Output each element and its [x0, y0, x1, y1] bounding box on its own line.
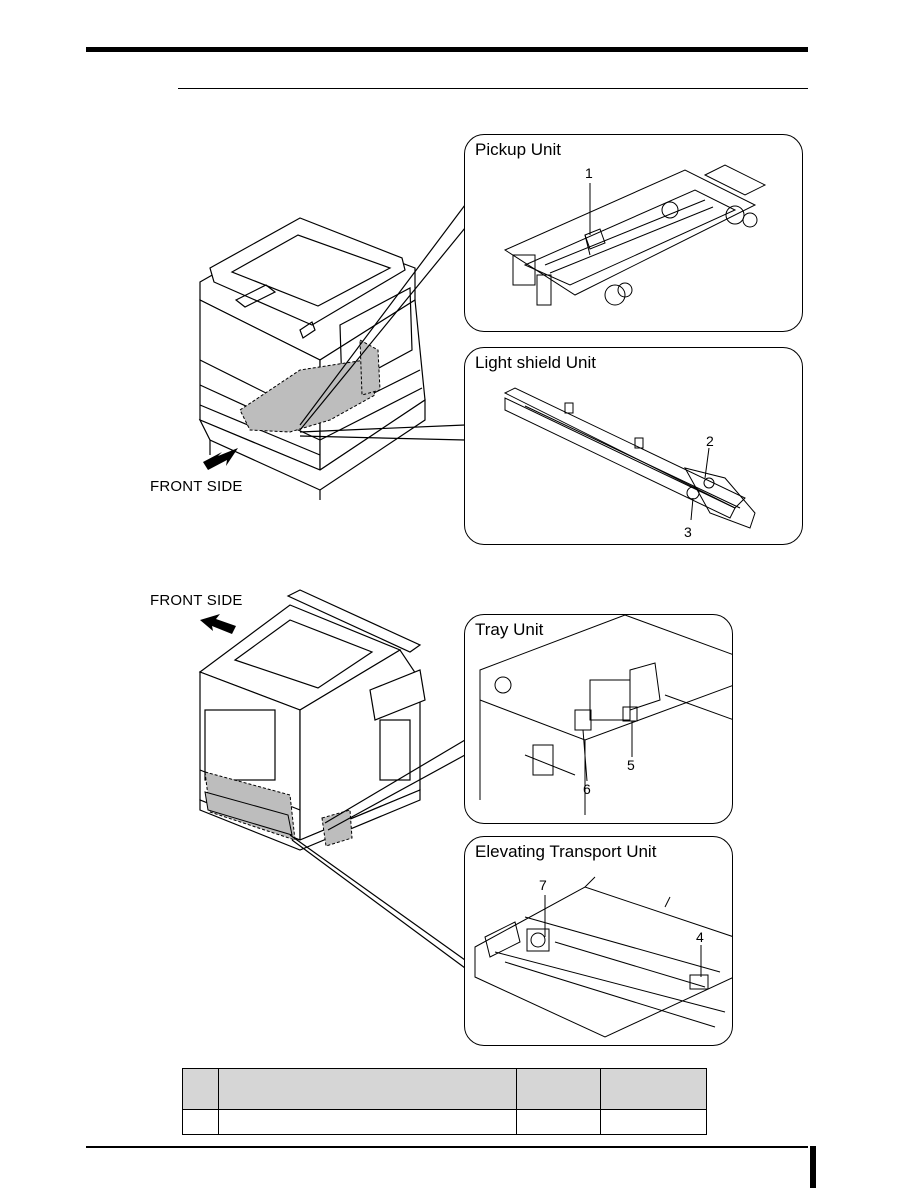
- panel-title: Light shield Unit: [475, 353, 596, 372]
- callout-number: 2: [706, 433, 714, 449]
- front-side-label: FRONT SIDE: [150, 592, 243, 609]
- callout-number: 7: [539, 877, 547, 893]
- callout-number: 1: [585, 165, 593, 181]
- table-row: [182, 1109, 707, 1135]
- parts-table: [182, 1068, 707, 1135]
- tray-unit-drawing: [479, 615, 732, 815]
- table-cell: [218, 1109, 517, 1135]
- panel-title: Pickup Unit: [475, 140, 561, 159]
- header-rule: [86, 47, 808, 52]
- front-arrow-icon: [200, 614, 236, 634]
- panel-title: Elevating Transport Unit: [475, 842, 657, 861]
- table-cell: [516, 1109, 601, 1135]
- page-edge-tab: [810, 1146, 816, 1188]
- elevating-transport-unit-panel: Elevating Transport Unit 7 4: [464, 836, 733, 1046]
- table-header-cell: [182, 1068, 219, 1110]
- front-side-label: FRONT SIDE: [150, 478, 243, 495]
- pickup-unit-panel: Pickup Unit 1: [464, 134, 803, 332]
- section-rule: [178, 88, 808, 89]
- tray-unit-panel: Tray Unit 5 6: [464, 614, 733, 824]
- callout-number: 3: [684, 524, 692, 540]
- table-cell: [182, 1109, 219, 1135]
- callout-number: 5: [627, 757, 635, 773]
- panel-title: Tray Unit: [475, 620, 544, 639]
- table-cell: [600, 1109, 707, 1135]
- pickup-unit-drawing: [503, 164, 767, 306]
- elevating-transport-unit-drawing: [474, 876, 732, 1038]
- table-header-row: [182, 1068, 707, 1110]
- light-shield-unit-panel: Light shield Unit 2 3: [464, 347, 803, 545]
- table-header-cell: [516, 1068, 601, 1110]
- callout-number: 6: [583, 781, 591, 797]
- table-header-cell: [600, 1068, 707, 1110]
- footer-rule: [86, 1146, 808, 1148]
- callout-number: 4: [696, 929, 704, 945]
- front-arrow-icon: [203, 448, 238, 470]
- table-header-cell: [218, 1068, 517, 1110]
- light-shield-unit-drawing: [503, 387, 756, 529]
